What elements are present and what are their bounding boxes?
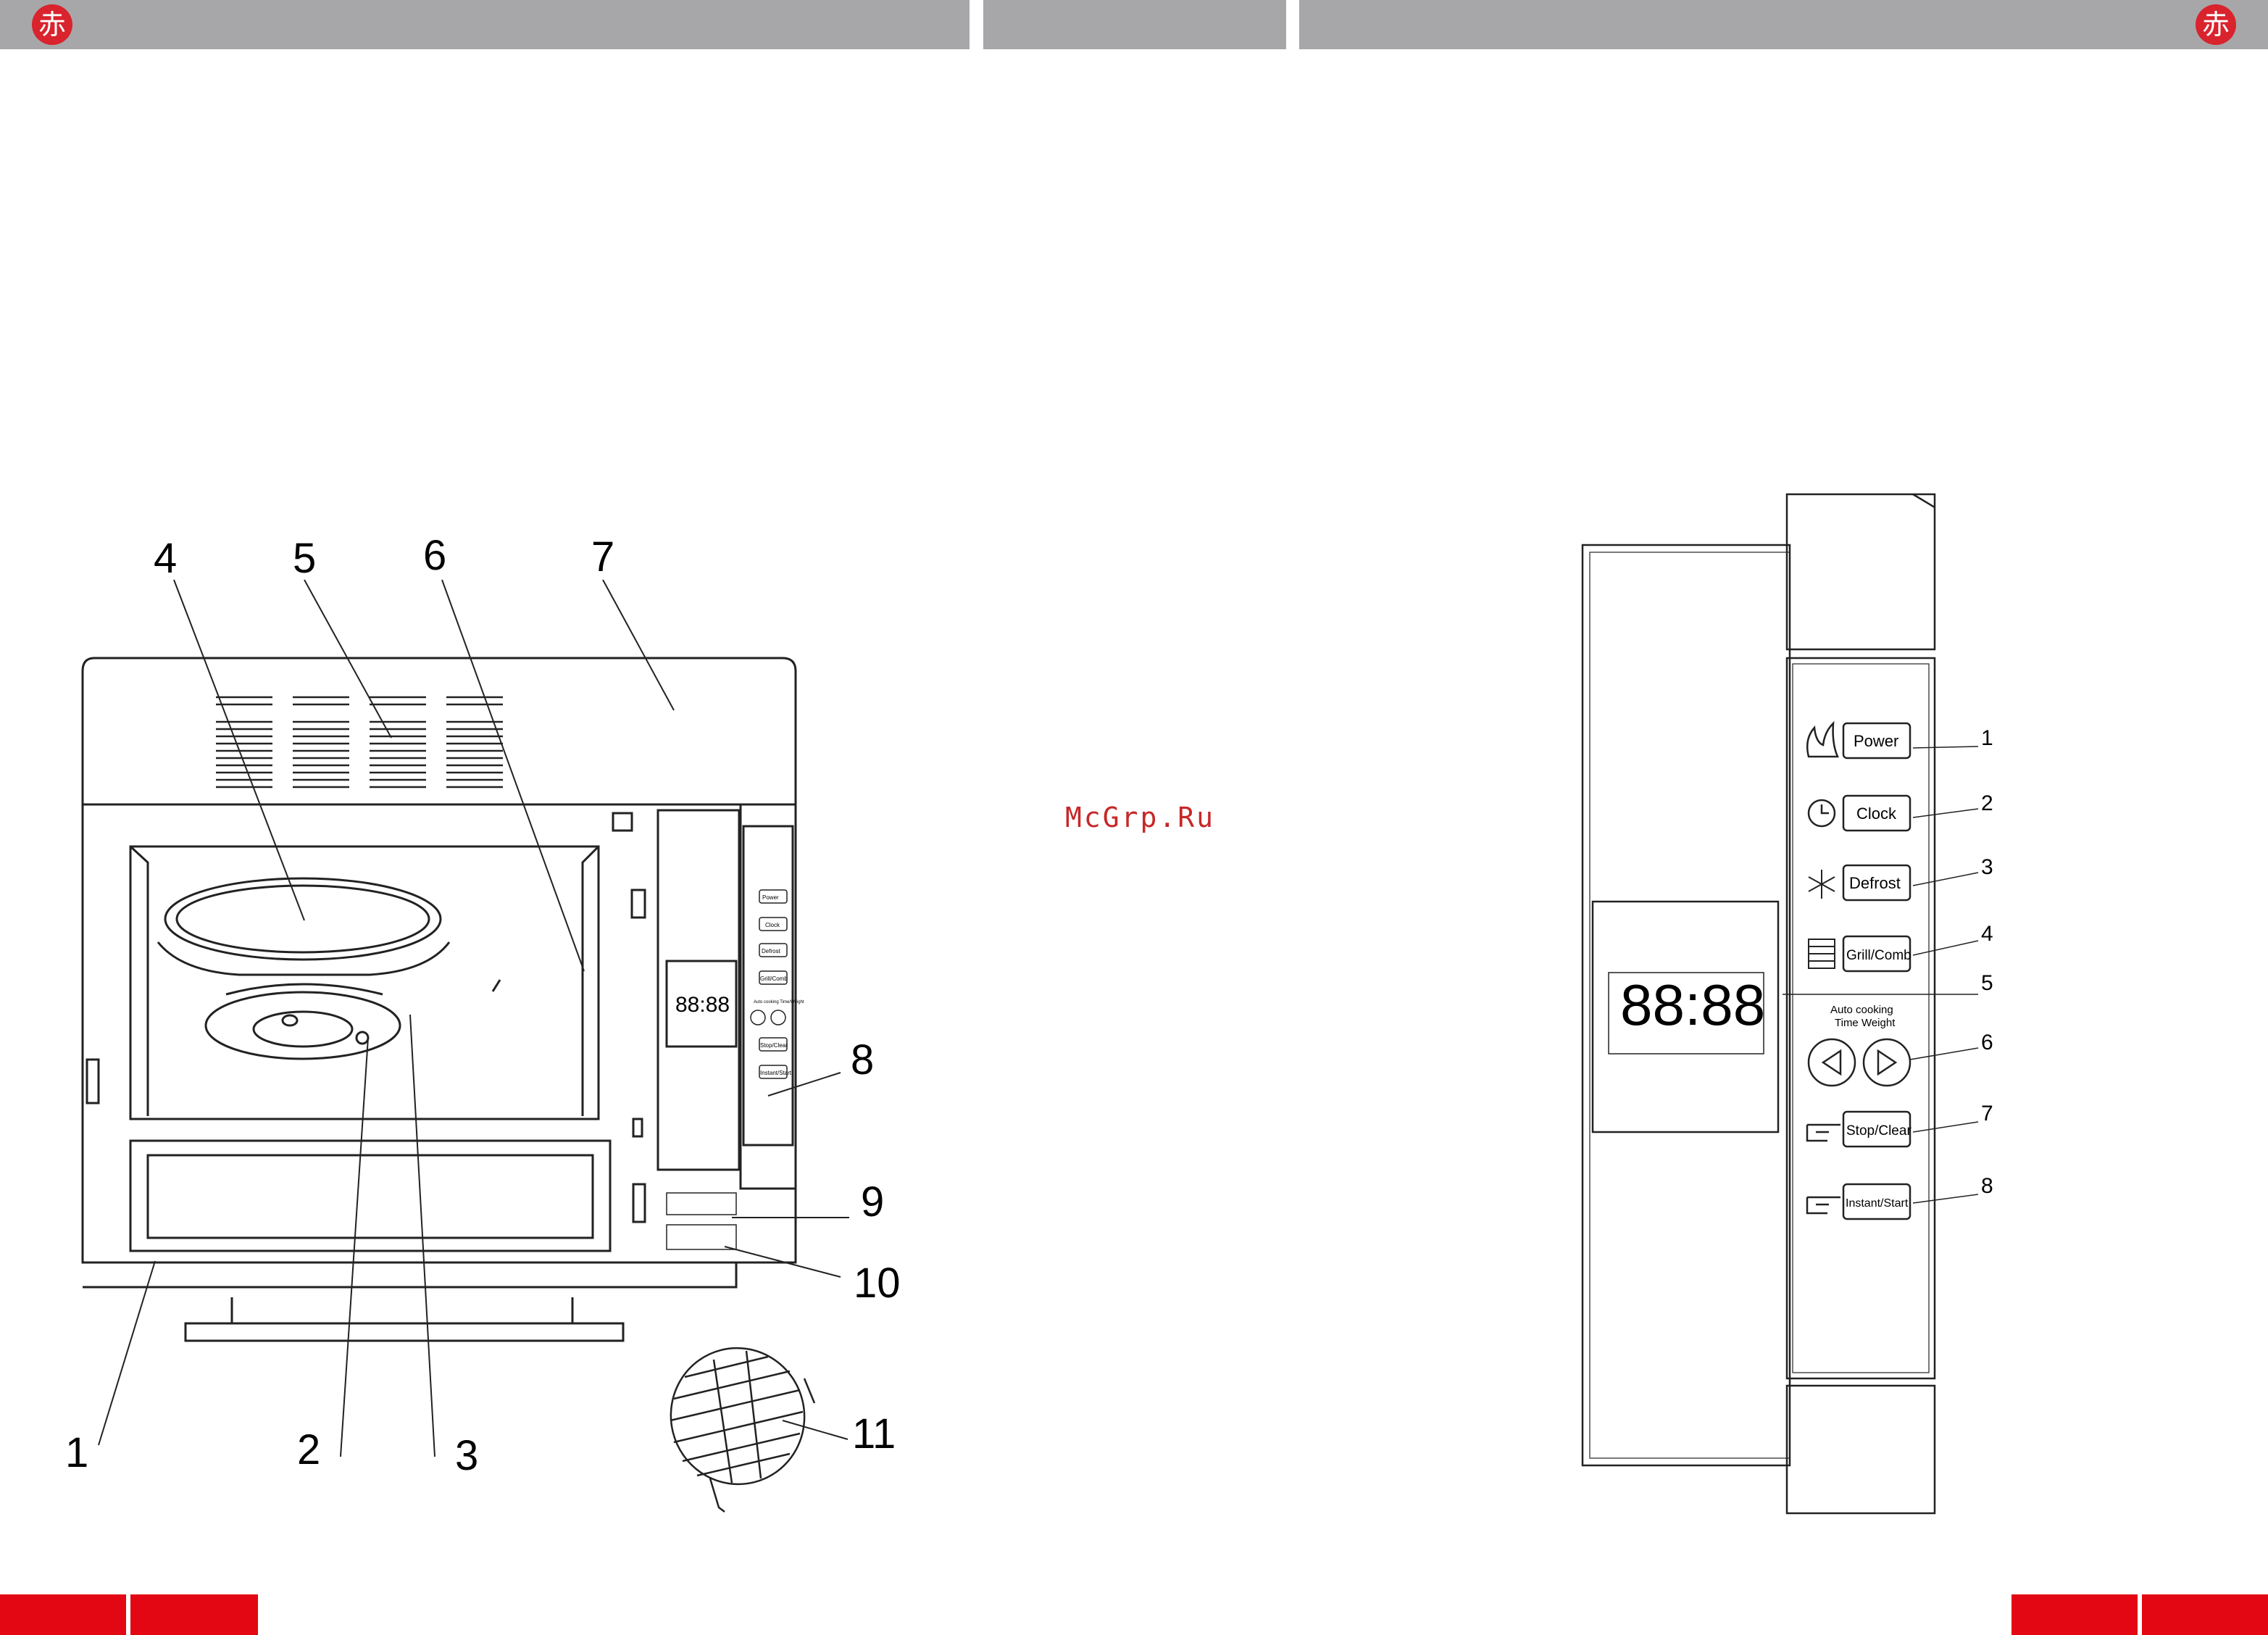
callout-1: 1	[65, 1429, 88, 1476]
snowflake-icon	[1809, 870, 1835, 899]
grill-rack	[656, 1334, 819, 1512]
callout-2: 2	[297, 1426, 320, 1473]
panel-callout-7: 7	[1981, 1102, 1993, 1126]
small-display-readout: 88:88	[675, 993, 730, 1017]
clock-button-label: Clock	[1856, 804, 1897, 823]
small-label-power: Power	[762, 894, 779, 901]
callout-4: 4	[154, 535, 177, 582]
callout-6: 6	[423, 532, 446, 579]
small-label-start: Instant/Start	[760, 1070, 792, 1076]
callout-10: 10	[854, 1260, 901, 1307]
vent-grille	[216, 697, 503, 787]
small-label-caption: Auto cooking Time/Weight	[754, 1000, 804, 1004]
hand-pointer-icon	[1807, 1125, 1840, 1141]
callout-8: 8	[851, 1036, 874, 1083]
arrow-left-icon	[1823, 1051, 1840, 1074]
panel-callout-8: 8	[1981, 1174, 1993, 1198]
power-button-label: Power	[1854, 732, 1898, 750]
defrost-button-label: Defrost	[1849, 874, 1901, 892]
small-label-defrost: Defrost	[762, 948, 781, 954]
small-label-clock: Clock	[765, 922, 780, 928]
small-control-panel	[751, 890, 787, 1078]
panel-callout-5: 5	[1981, 971, 1993, 995]
panel-callout-2: 2	[1981, 791, 1993, 815]
microwave-diagram	[83, 580, 849, 1512]
panel-callout-1: 1	[1981, 726, 1993, 750]
callout-3: 3	[455, 1432, 478, 1479]
small-label-stop: Stop/Clear	[760, 1042, 788, 1049]
hand-pointer-start-icon	[1807, 1197, 1840, 1213]
display-readout: 88:88	[1620, 973, 1765, 1037]
instant-start-button-label: Instant/Start	[1846, 1197, 1909, 1210]
grill-comb-button-label: Grill/Comb	[1846, 948, 1911, 963]
auto-cooking-caption: Auto cooking	[1830, 1004, 1893, 1016]
panel-callout-6: 6	[1981, 1031, 1993, 1054]
arrow-right-icon	[1878, 1051, 1896, 1074]
flame-icon	[1807, 723, 1838, 757]
small-label-grill: Grill/Comb	[760, 975, 788, 982]
callout-7: 7	[591, 533, 614, 581]
arrow-left-button[interactable]	[1809, 1039, 1855, 1086]
callout-11: 11	[852, 1410, 896, 1457]
panel-callout-3: 3	[1981, 855, 1993, 879]
arrow-right-button[interactable]	[1864, 1039, 1910, 1086]
stop-clear-button-label: Stop/Clear	[1846, 1123, 1911, 1139]
time-weight-caption: Time Weight	[1835, 1017, 1896, 1029]
callout-5: 5	[293, 535, 316, 582]
grill-icon	[1809, 939, 1835, 968]
callout-9: 9	[861, 1178, 884, 1226]
panel-callout-4: 4	[1981, 922, 1993, 946]
